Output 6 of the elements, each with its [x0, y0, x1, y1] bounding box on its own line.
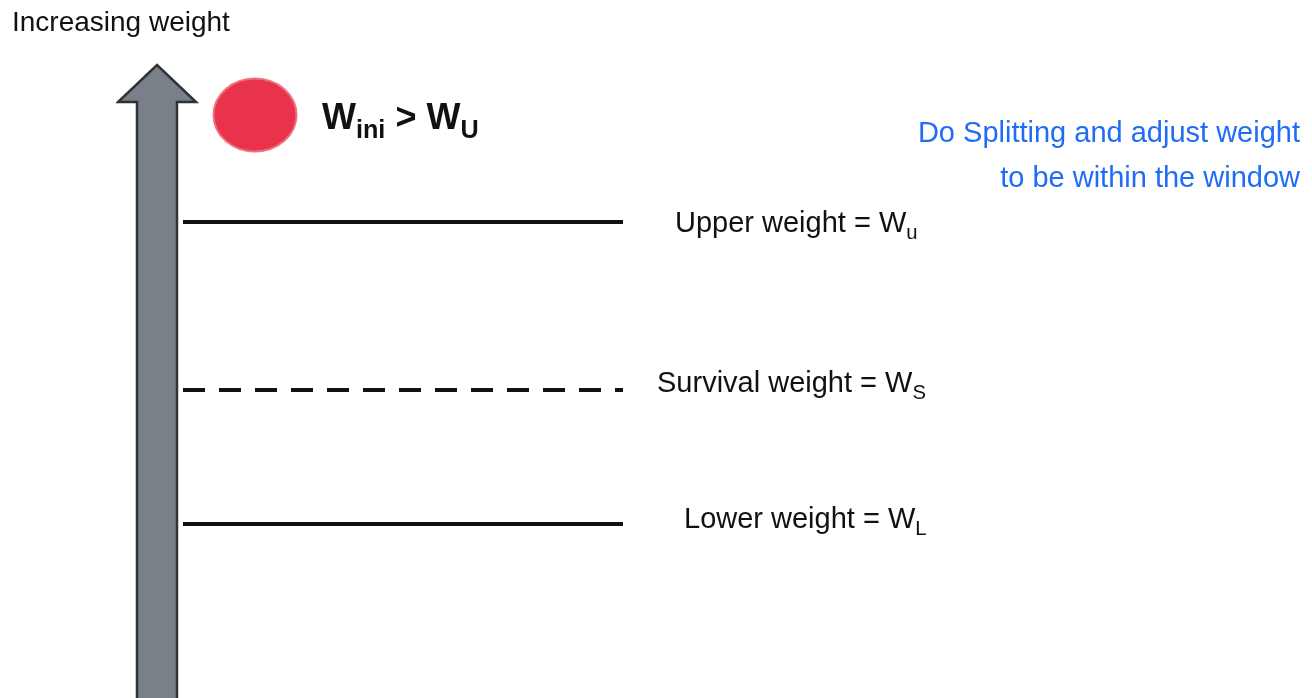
level-label: Lower weight = W$_{L}$ [684, 502, 927, 541]
note-text: Do Splitting and adjust weight to be within the window [916, 115, 1300, 195]
level-label: Upper weight = W$_{u}$ [675, 206, 918, 245]
formula-label: W$_{ini}$ > W$_{U}$ [322, 96, 479, 144]
axis-label: Increasing weight [12, 6, 230, 38]
level-label: Survival weight = W$_{S}$ [657, 366, 926, 405]
